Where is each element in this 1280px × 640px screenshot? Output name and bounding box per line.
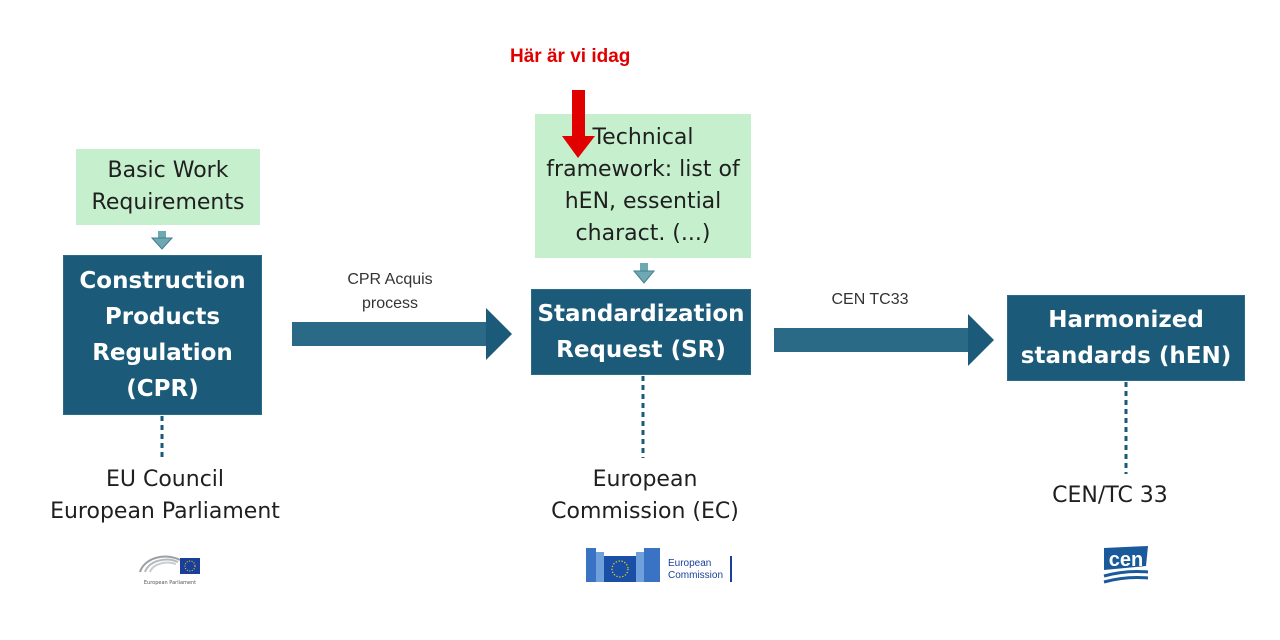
cen-tc33-arrow-label: CEN TC33 bbox=[831, 291, 909, 308]
cen-logo-icon: cen bbox=[1101, 544, 1151, 584]
european-parliament-logo-icon: European Parliament bbox=[139, 555, 200, 586]
middle-caption: European Commission (EC) bbox=[520, 464, 770, 528]
european-text: European bbox=[592, 467, 698, 492]
technical-framework-box: Technical framework: list of hEN, essent… bbox=[535, 114, 751, 258]
cpr-acquis-label: CPR Acquis process bbox=[347, 271, 433, 312]
small-down-arrow-icon bbox=[632, 263, 656, 284]
standardization-request-text: Standardization Request (SR) bbox=[537, 301, 745, 363]
technical-framework-text: Technical framework: list of hEN, essent… bbox=[546, 125, 740, 246]
svg-text:European: European bbox=[668, 558, 711, 569]
left-caption: EU Council European Parliament bbox=[40, 464, 290, 528]
harmonized-standards-text: Harmonized standards (hEN) bbox=[1020, 307, 1232, 369]
svg-text:Commission: Commission bbox=[668, 570, 723, 581]
cpr-text: Construction Products Regulation (CPR) bbox=[79, 268, 246, 402]
european-parliament-text: European Parliament bbox=[50, 499, 280, 524]
basic-work-requirements-box: Basic Work Requirements bbox=[76, 149, 260, 225]
right-caption: CEN/TC 33 bbox=[1000, 480, 1220, 512]
cen-tc33-text: CEN/TC 33 bbox=[1052, 483, 1168, 508]
red-marker-arrow-icon bbox=[562, 90, 595, 158]
harmonized-standards-box: Harmonized standards (hEN) bbox=[1008, 296, 1244, 380]
european-commission-logo-icon: European Commission bbox=[586, 548, 732, 582]
basic-work-requirements-text: Basic Work Requirements bbox=[91, 158, 245, 215]
cpr-box: Construction Products Regulation (CPR) bbox=[64, 256, 261, 414]
svg-text:cen: cen bbox=[1109, 549, 1143, 571]
cen-tc33-arrow-icon bbox=[774, 314, 994, 366]
small-down-arrow-icon bbox=[150, 231, 174, 250]
svg-text:European Parliament: European Parliament bbox=[144, 580, 196, 586]
cpr-acquis-arrow-icon bbox=[292, 308, 512, 360]
eu-council-text: EU Council bbox=[105, 467, 225, 492]
standardization-request-box: Standardization Request (SR) bbox=[532, 290, 750, 374]
current-position-label: Här är vi idag bbox=[510, 46, 631, 67]
commission-ec-text: Commission (EC) bbox=[551, 499, 739, 524]
